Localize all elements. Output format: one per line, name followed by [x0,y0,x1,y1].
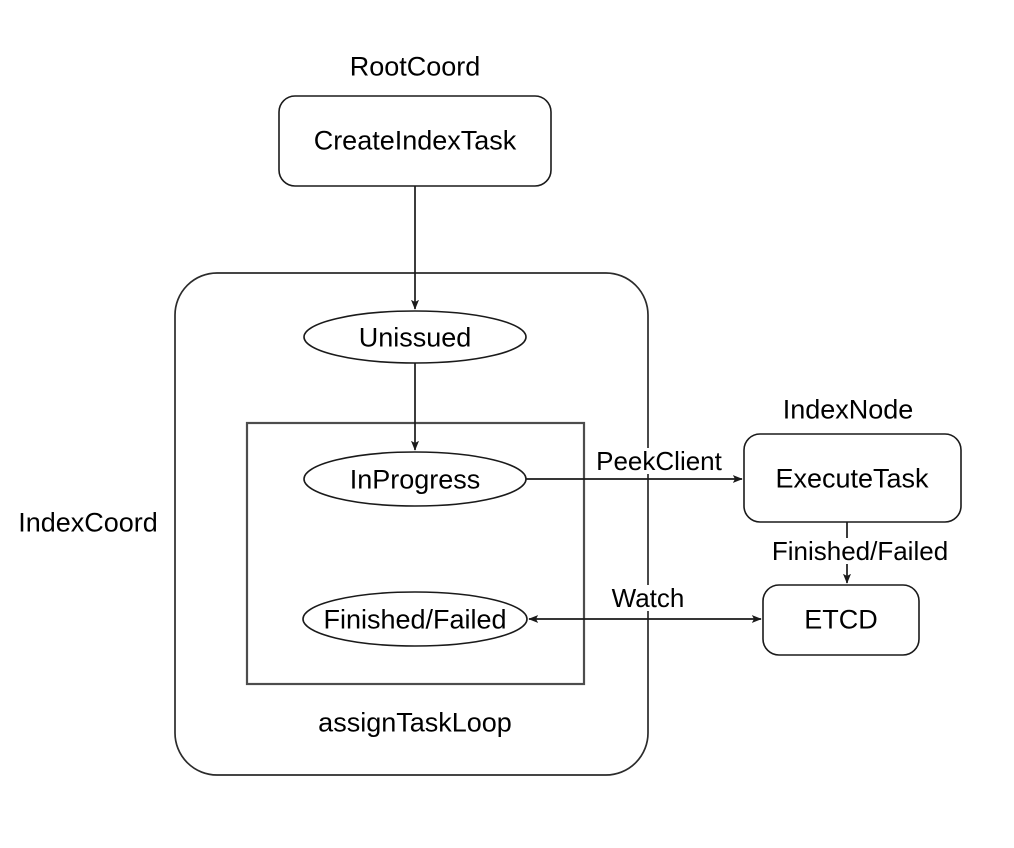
node-etcd-shape[interactable] [762,584,920,656]
node-label-executetask[interactable]: ExecuteTask [775,463,929,494]
node-label-createindextask[interactable]: CreateIndexTask [313,125,517,156]
node-label-inprogress[interactable]: InProgress [349,464,481,495]
edge-label-peekclient: PeekClient [593,448,725,474]
node-label-etcd[interactable]: ETCD [804,604,878,635]
container-indexcoord [174,272,649,776]
node-finishedfailed-shape[interactable] [302,591,528,647]
group-label-indexcoord: IndexCoord [18,507,158,538]
node-executetask-shape[interactable] [743,433,962,523]
group-label-rootcoord: RootCoord [349,51,481,82]
node-label-finishedfailed[interactable]: Finished/Failed [323,604,507,635]
node-label-unissued[interactable]: Unissued [358,322,472,353]
group-label-indexnode: IndexNode [782,394,914,425]
edge-label-finished-failed: Finished/Failed [768,538,952,564]
group-label-assigntaskloop: assignTaskLoop [318,707,512,738]
edge-label-watch: Watch [608,585,688,611]
